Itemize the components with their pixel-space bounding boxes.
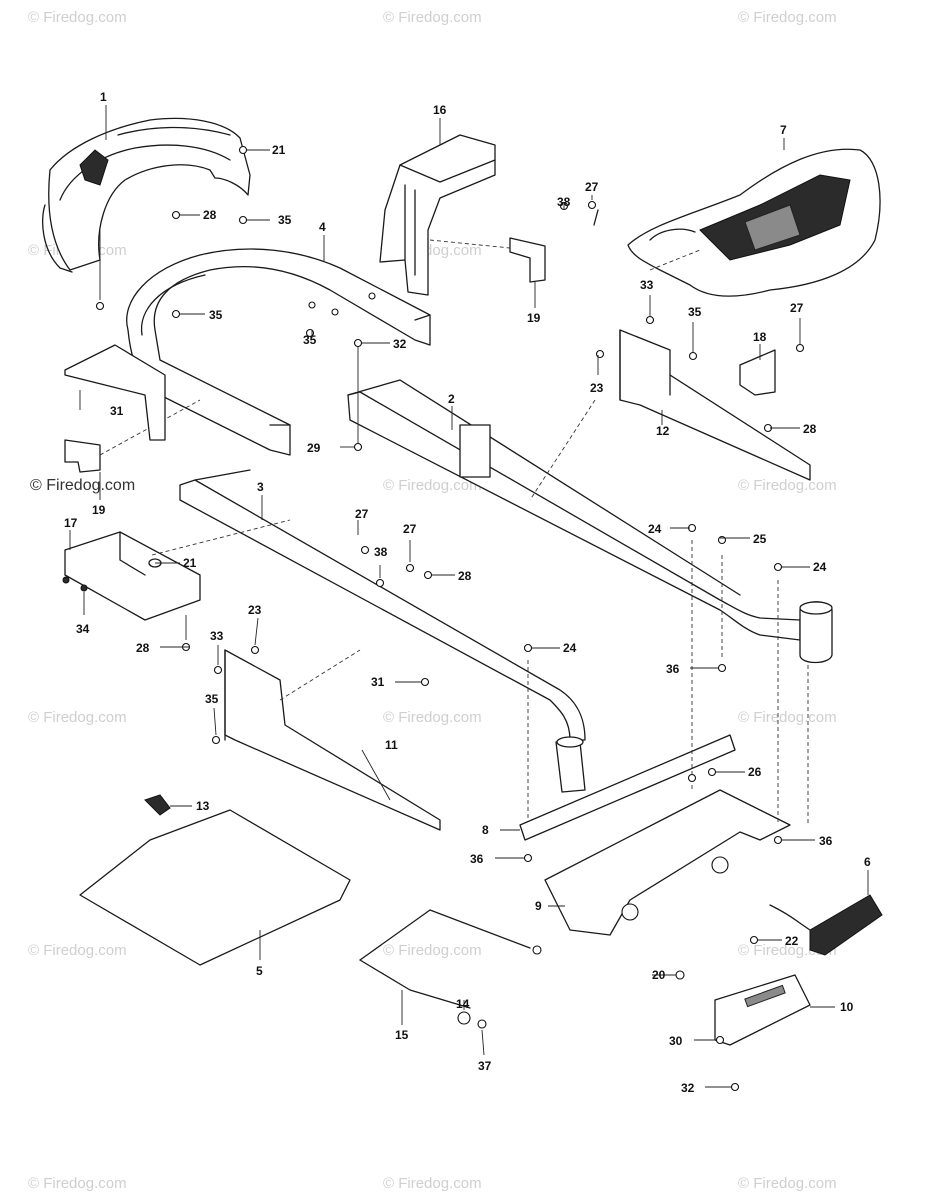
- callout-23b: 23: [248, 603, 262, 617]
- callout-27b: 27: [790, 301, 804, 315]
- watermark: © Firedog.com: [383, 942, 482, 959]
- callout-35c: 35: [303, 333, 317, 347]
- part-8-bar: [500, 734, 736, 841]
- watermark: © Firedog.com: [383, 709, 482, 726]
- callout-36a: 36: [666, 662, 680, 676]
- callout-11: 11: [385, 738, 398, 752]
- callout-27d: 27: [403, 522, 417, 536]
- part-15-rod: [359, 909, 542, 1025]
- part-6-light: [769, 870, 883, 956]
- callout-1: 1: [100, 90, 107, 104]
- callout-9: 9: [535, 899, 542, 913]
- callout-21b: 21: [183, 556, 197, 570]
- watermark: © Firedog.com: [738, 9, 837, 26]
- callout-28c: 28: [458, 569, 472, 583]
- watermark: © Firedog.com: [738, 477, 837, 494]
- callout-12: 12: [656, 424, 670, 438]
- callout-35d: 35: [688, 305, 702, 319]
- part-7-rear-cover: [627, 138, 881, 297]
- callout-28b: 28: [803, 422, 817, 436]
- assembly-guides: [151, 249, 809, 825]
- part-10-housing: [714, 974, 835, 1046]
- watermark: © Firedog.com: [738, 709, 837, 726]
- watermark: © Firedog.com: [28, 942, 127, 959]
- hardware-layer: [171, 145, 805, 1092]
- part-18-bracket: [739, 344, 776, 396]
- callout-32a: 32: [393, 337, 407, 351]
- callout-38b: 38: [374, 545, 388, 559]
- part-11-left-panel: [224, 649, 441, 831]
- callout-31b: 31: [371, 675, 385, 689]
- part-16-steering-bracket: [379, 118, 496, 296]
- callout-37: 37: [478, 1059, 492, 1073]
- part-4-front-frame: [126, 235, 431, 456]
- watermark-prominent: © Firedog.com: [30, 477, 135, 494]
- callout-28d: 28: [136, 641, 150, 655]
- callout-5: 5: [256, 964, 263, 978]
- callout-21a: 21: [272, 143, 286, 157]
- callout-19a: 19: [527, 311, 541, 325]
- callout-24a: 24: [648, 522, 662, 536]
- callout-35b: 35: [209, 308, 223, 322]
- callout-33b: 33: [210, 629, 224, 643]
- watermark: © Firedog.com: [28, 1175, 127, 1192]
- part-9-bracket: [544, 789, 791, 936]
- callout-20: 20: [652, 968, 666, 982]
- callout-28a: 28: [203, 208, 217, 222]
- part-31-mount: [64, 344, 166, 441]
- callout-35e: 35: [205, 692, 219, 706]
- callout-25: 25: [753, 532, 767, 546]
- callout-4: 4: [319, 220, 326, 234]
- callout-2: 2: [448, 392, 455, 406]
- watermark: © Firedog.com: [28, 709, 127, 726]
- callout-30: 30: [669, 1034, 683, 1048]
- callout-36c: 36: [819, 834, 833, 848]
- callout-38a: 38: [557, 195, 571, 209]
- callout-27c: 27: [355, 507, 369, 521]
- callout-8: 8: [482, 823, 489, 837]
- callout-17: 17: [64, 516, 78, 530]
- part-13-knob: [144, 794, 192, 816]
- callout-26: 26: [748, 765, 762, 779]
- part-17-plate: [62, 530, 201, 621]
- part-3-cross-member: [179, 469, 586, 793]
- callout-6: 6: [864, 855, 871, 869]
- callout-27a: 27: [585, 180, 599, 194]
- callout-34: 34: [76, 622, 90, 636]
- callout-10: 10: [840, 1000, 854, 1014]
- callout-leaders: [83, 105, 815, 1088]
- callout-36b: 36: [470, 852, 484, 866]
- callout-16: 16: [433, 103, 447, 117]
- callout-35a: 35: [278, 213, 292, 227]
- watermark: © Firedog.com: [28, 9, 127, 26]
- part-5-floor-mat: [79, 809, 351, 966]
- part-2-main-frame: [347, 340, 833, 664]
- callout-24b: 24: [813, 560, 827, 574]
- part-12-right-rail: [529, 329, 811, 501]
- callout-32b: 32: [681, 1081, 695, 1095]
- watermark: © Firedog.com: [738, 1175, 837, 1192]
- callout-31a: 31: [110, 404, 124, 418]
- watermark: © Firedog.com: [383, 9, 482, 26]
- part-1-front-shroud: [42, 117, 251, 311]
- callout-19b: 19: [92, 503, 106, 517]
- callout-24c: 24: [563, 641, 577, 655]
- callout-29: 29: [307, 441, 321, 455]
- callout-3: 3: [257, 480, 264, 494]
- callout-18: 18: [753, 330, 767, 344]
- callout-33a: 33: [640, 278, 654, 292]
- watermark: © Firedog.com: [383, 1175, 482, 1192]
- callout-14: 14: [456, 997, 470, 1011]
- watermark: © Firedog.com: [383, 477, 482, 494]
- callout-15: 15: [395, 1028, 409, 1042]
- callout-13: 13: [196, 799, 210, 813]
- part-19-bracket-upper: [429, 237, 546, 308]
- callout-23a: 23: [590, 381, 604, 395]
- callout-22: 22: [785, 934, 799, 948]
- callout-7: 7: [780, 123, 787, 137]
- callout-labels: 1 2 3 4 5 6 7 8 9 10 11 12 13 14 15 16 1…: [64, 90, 871, 1095]
